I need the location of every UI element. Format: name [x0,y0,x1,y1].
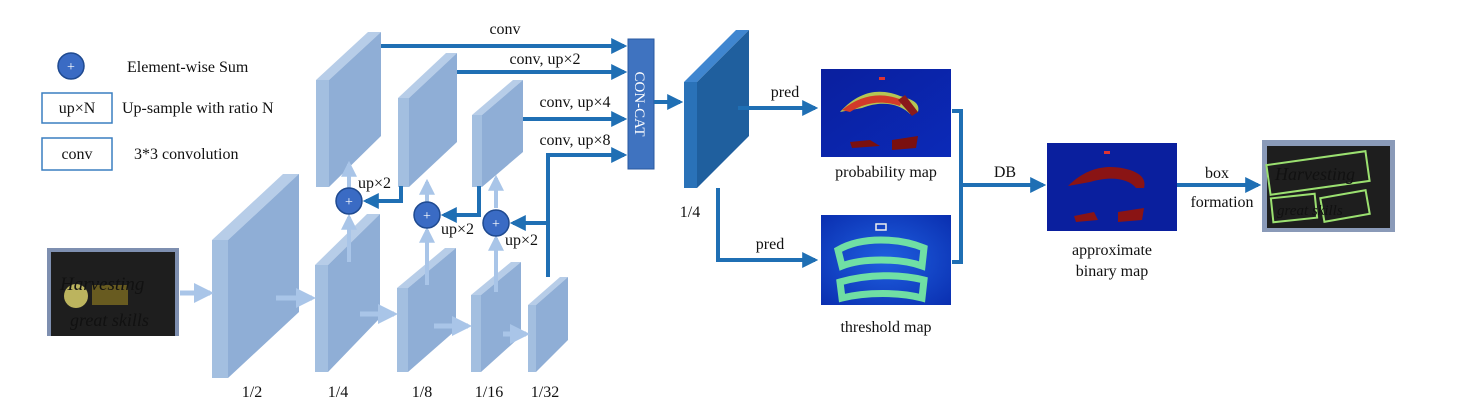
conv-legend-label: 3*3 convolution [134,146,238,163]
sum-node-3 [482,209,510,237]
legend: + Element-wise Sum up×N Up-sample with r… [41,52,274,171]
concat-label: CON-CAT [631,71,647,136]
scale-label-1-32: 1/32 [531,384,559,401]
feature-scale-label: 1/4 [680,204,700,221]
fpn: + + + up×2 up×2 up×2 [316,32,550,292]
threshold-map-label: threshold map [840,319,931,336]
pred-bottom-arrow [716,188,819,268]
fpn-block-1-8 [409,53,457,187]
sum-node-2 [413,201,441,229]
approximate-binary-map-image [1047,143,1177,231]
conv-legend-box [41,137,113,171]
backbone-block-1-32 [536,277,568,372]
backbone: 1/2 1/4 1/8 1/16 1/32 [180,174,568,401]
upsample-label-1: up×2 [358,175,391,192]
db-merge: DB [952,109,1047,264]
backbone-block-1-8 [408,248,456,372]
input-image-text-line1: Harvesting [59,274,144,295]
branch-label-up8: conv, up×8 [539,132,610,149]
input-image: Harvesting great skills [47,248,179,336]
branch-label-up4: conv, up×4 [539,94,610,111]
approximate-label: approximate [1072,242,1152,259]
upsample-label-3: up×2 [505,232,538,249]
scale-label-1-16: 1/16 [475,384,503,401]
upsample-label-2: up×2 [441,221,474,238]
up-legend-label: Up-sample with ratio N [122,100,274,117]
probability-map-image [821,69,951,157]
db-label: DB [994,164,1016,181]
backbone-block-1-4 [328,214,380,372]
pred-top-label: pred [771,84,799,101]
box-label: box [1205,165,1229,182]
fpn-block-1-4 [329,32,381,187]
output-image: Harvesting great skills [1262,140,1395,232]
output-image-text-line2: great skills [1277,203,1343,219]
up-legend-box-text: up×N [59,100,96,117]
conv-legend-box-text: conv [61,146,92,163]
sum-legend-symbol: + [67,60,75,75]
concat-branches: conv conv, up×2 conv, up×4 conv, up×8 [381,21,628,223]
sum-legend-icon [57,52,85,80]
formation-label: formation [1190,194,1253,211]
sum-node-1-symbol: + [345,195,353,210]
scale-label-1-2: 1/2 [242,384,262,401]
scale-label-1-8: 1/8 [412,384,432,401]
branch-label-conv: conv [489,21,520,38]
threshold-map-image [821,215,951,305]
probability-map-label: probability map [835,164,937,181]
sum-node-2-symbol: + [423,209,431,224]
fpn-block-1-16 [482,80,523,187]
backbone-block-1-2 [228,174,299,378]
feature-block: 1/4 [680,30,749,221]
input-image-text-line2: great skills [70,310,149,330]
branch-label-up2: conv, up×2 [509,51,580,68]
up-legend-box [41,92,113,124]
concat-block: CON-CAT [627,38,655,170]
scale-label-1-4: 1/4 [328,384,348,401]
backbone-block-1-16 [481,262,521,372]
binary-map-label: binary map [1076,263,1148,280]
output-image-text-line1: Harvesting [1274,164,1355,184]
sum-node-1 [335,187,363,215]
sum-node-3-symbol: + [492,217,500,232]
sum-legend-label: Element-wise Sum [127,59,249,76]
pred-bottom-label: pred [756,236,784,253]
